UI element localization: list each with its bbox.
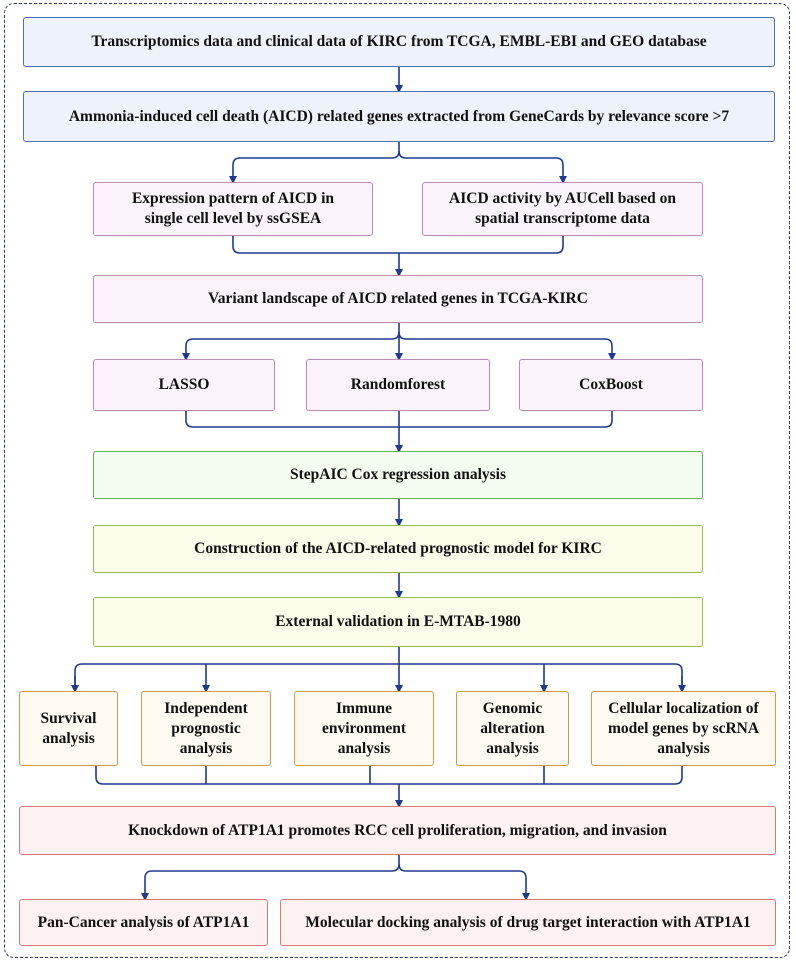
box-stepaic: StepAIC Cox regression analysis <box>93 451 703 499</box>
box-cellular: Cellular localization of model genes by … <box>591 691 776 766</box>
box-pancancer: Pan-Cancer analysis of ATP1A1 <box>19 899 268 946</box>
arrow-genes-split <box>229 142 400 184</box>
arrow-variant-split-right <box>398 331 616 361</box>
box-knockdown: Knockdown of ATP1A1 promotes RCC cell pr… <box>19 806 776 855</box>
box-single-cell: Expression pattern of AICD in single cel… <box>93 182 373 236</box>
arrow-genes-split-right <box>398 150 567 184</box>
arrow-knockdown-split <box>141 855 400 901</box>
box-independent: Independent prognostic analysis <box>141 691 271 766</box>
arrow-knockdown-split-right <box>398 863 530 901</box>
dashed-frame <box>4 3 790 958</box>
box-aicd-genes: Ammonia-induced cell death (AICD) relate… <box>23 91 775 142</box>
box-docking: Molecular docking analysis of drug targe… <box>280 899 776 946</box>
box-survival: Survival analysis <box>19 691 118 766</box>
arrow-variant-split-left <box>182 331 400 361</box>
box-spatial: AICD activity by AUCell based on spatial… <box>422 182 703 236</box>
box-genomic: Genomic alteration analysis <box>456 691 569 766</box>
arrow-merge-variant <box>232 236 564 254</box>
box-validation: External validation in E-MTAB-1980 <box>93 597 703 647</box>
box-data-sources: Transcriptomics data and clinical data o… <box>23 17 775 67</box>
box-variant-landscape: Variant landscape of AICD related genes … <box>93 275 703 323</box>
box-construction: Construction of the AICD-related prognos… <box>93 525 703 573</box>
box-randomforest: Randomforest <box>306 359 490 411</box>
box-coxboost: CoxBoost <box>519 359 703 411</box>
arrow-merge-analyses <box>95 766 683 785</box>
arrow-validation-split-bar <box>74 663 683 689</box>
box-immune: Immune environment analysis <box>294 691 434 766</box>
box-lasso: LASSO <box>93 359 275 411</box>
